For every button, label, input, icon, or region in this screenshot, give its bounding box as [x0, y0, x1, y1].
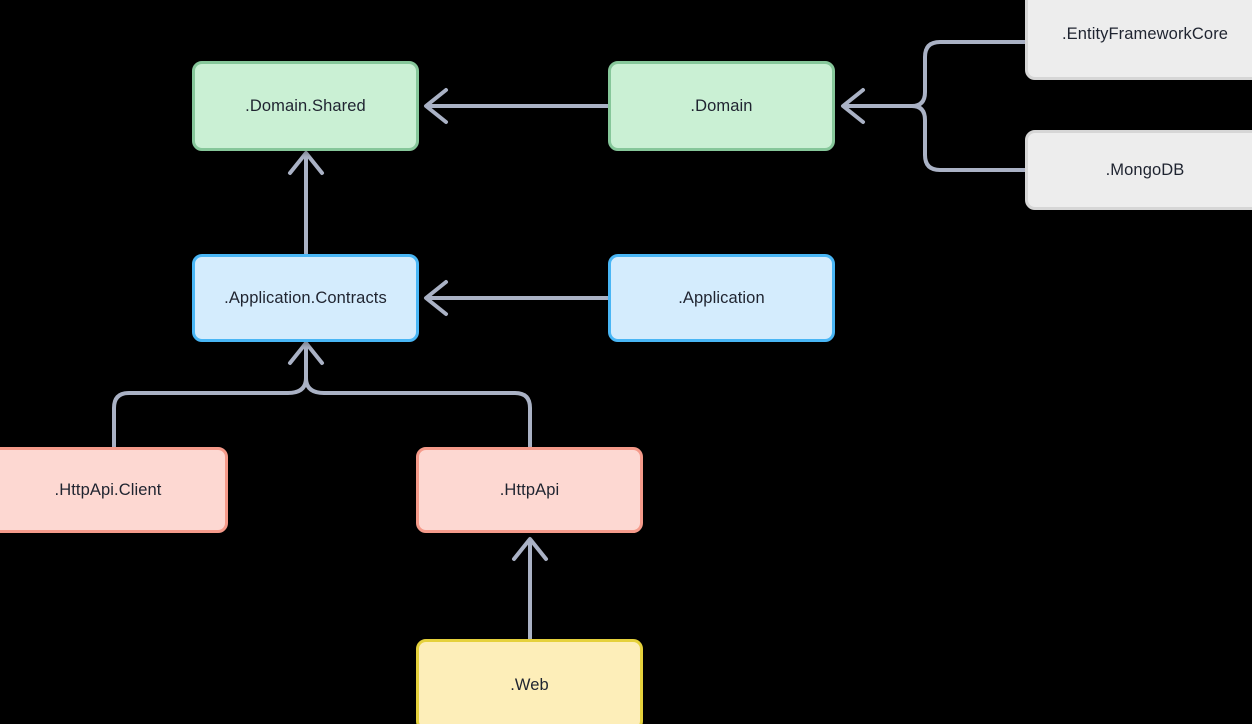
edge-web-to-httpapi: [512, 537, 548, 641]
node-label: .Application: [678, 288, 765, 307]
node-label: .HttpApi: [499, 480, 560, 499]
edge-httpapi-to-application-contracts: [112, 341, 532, 449]
node-label: .Domain: [690, 96, 753, 115]
edge-efcore-mongodb-to-domain: [841, 40, 1027, 172]
node-httpapi-client[interactable]: .HttpApi.Client: [0, 447, 228, 533]
node-label: .Web: [510, 675, 549, 694]
node-application-contracts[interactable]: .Application.Contracts: [192, 254, 419, 342]
node-web[interactable]: .Web: [416, 639, 643, 724]
edge-application-to-application-contracts: [424, 280, 610, 316]
node-label: .EntityFrameworkCore: [1061, 24, 1229, 43]
node-entity-framework-core[interactable]: .EntityFrameworkCore: [1025, 0, 1252, 80]
node-httpapi[interactable]: .HttpApi: [416, 447, 643, 533]
node-label: .HttpApi.Client: [54, 480, 162, 499]
node-label: .MongoDB: [1105, 160, 1185, 179]
edge-domain-to-domain-shared: [424, 88, 610, 124]
node-label: .Domain.Shared: [245, 96, 366, 115]
node-domain-shared[interactable]: .Domain.Shared: [192, 61, 419, 151]
node-label: .Application.Contracts: [224, 288, 387, 307]
edge-application-contracts-to-domain-shared: [288, 151, 324, 256]
node-application[interactable]: .Application: [608, 254, 835, 342]
node-mongodb[interactable]: .MongoDB: [1025, 130, 1252, 210]
node-domain[interactable]: .Domain: [608, 61, 835, 151]
